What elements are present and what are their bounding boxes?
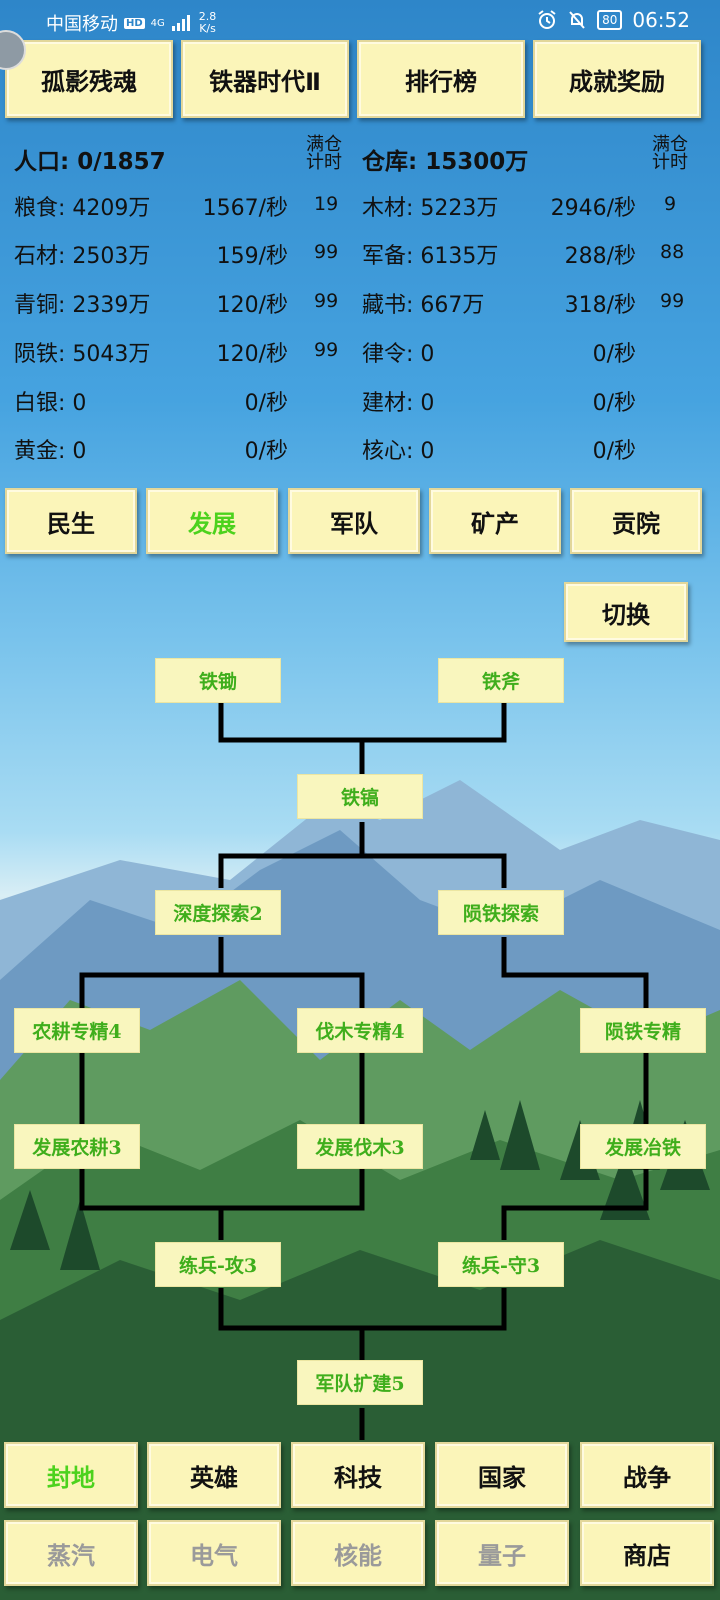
tech-train-attack[interactable]: 练兵-攻3 [155,1242,281,1287]
full-timer-header-right: 满仓 计时 [652,136,688,172]
mute-bell-icon [569,11,585,29]
resource-wood: 木材: 5223万 [362,196,499,221]
resource-stone-timer: 99 [314,241,339,263]
resource-gold: 黄金: 0 [14,439,87,464]
resource-building-material: 建材: 0 [362,391,435,416]
signal-icon [171,15,190,31]
tab-academy[interactable]: 贡院 [570,488,702,554]
nav-quantum[interactable]: 量子 [435,1520,569,1586]
nav-fief[interactable]: 封地 [4,1442,138,1508]
resource-silver: 白银: 0 [14,391,87,416]
resource-food-rate: 1567/秒 [202,196,288,221]
nav-electric[interactable]: 电气 [147,1520,281,1586]
net-speed-unit: K/s [199,22,216,35]
achievements-button[interactable]: 成就奖励 [533,40,701,118]
tech-deep-explore[interactable]: 深度探索2 [155,890,281,935]
resource-panel: 人口: 0/1857 满仓 计时 仓库: 15300万 满仓 计时 粮食: 42… [0,128,720,480]
nav-nation[interactable]: 国家 [435,1442,569,1508]
population-label: 人口: 0/1857 [14,149,166,175]
player-name-button[interactable]: 孤影残魂 [5,40,173,118]
resource-equipment: 军备: 6135万 [362,244,499,269]
full-timer-header-left: 满仓 计时 [306,136,342,172]
net-speed: 2.8 K/s [199,11,217,35]
resource-core-rate: 0/秒 [592,439,636,464]
resource-gold-rate: 0/秒 [244,439,288,464]
battery-indicator: 80 [597,10,623,30]
tech-army-expand[interactable]: 军队扩建5 [297,1360,423,1405]
tech-train-defense[interactable]: 练兵-守3 [438,1242,564,1287]
switch-button[interactable]: 切换 [564,582,688,642]
nav-technology[interactable]: 科技 [291,1442,425,1508]
resource-food: 粮食: 4209万 [14,196,151,221]
resource-building-material-rate: 0/秒 [592,391,636,416]
resource-core: 核心: 0 [362,439,435,464]
full-timer-line1: 满仓 [652,134,688,155]
resource-books-timer: 99 [660,290,685,312]
hd-badge: HD [124,17,145,29]
carrier-name: 中国移动 [46,14,118,35]
nav-shop[interactable]: 商店 [580,1520,714,1586]
resource-bronze-rate: 120/秒 [216,293,288,318]
tech-meteor-explore[interactable]: 陨铁探索 [438,890,564,935]
resource-wood-timer: 9 [664,193,677,215]
resource-decree: 律令: 0 [362,342,435,367]
resource-books: 藏书: 667万 [362,293,485,318]
resource-wood-rate: 2946/秒 [550,196,636,221]
resource-meteorite-rate: 120/秒 [216,342,288,367]
tech-dev-logging[interactable]: 发展伐木3 [297,1124,423,1169]
resource-food-timer: 19 [314,193,339,215]
tab-army[interactable]: 军队 [288,488,420,554]
nav-steam[interactable]: 蒸汽 [4,1520,138,1586]
resource-decree-rate: 0/秒 [592,342,636,367]
full-timer-line1: 满仓 [306,134,342,155]
era-button[interactable]: 铁器时代Ⅱ [181,40,349,118]
tab-minerals[interactable]: 矿产 [429,488,561,554]
nav-nuclear[interactable]: 核能 [291,1520,425,1586]
net-speed-value: 2.8 [198,10,217,23]
leaderboard-button[interactable]: 排行榜 [357,40,525,118]
resource-stone: 石材: 2503万 [14,244,151,269]
tech-iron-pick[interactable]: 铁镐 [297,774,423,819]
resource-meteorite-timer: 99 [314,339,339,361]
nav-war[interactable]: 战争 [580,1442,714,1508]
alarm-icon [538,10,556,29]
tech-iron-hoe[interactable]: 铁锄 [155,658,281,703]
resource-stone-rate: 159/秒 [216,244,288,269]
tech-iron-axe[interactable]: 铁斧 [438,658,564,703]
resource-meteorite: 陨铁: 5043万 [14,342,151,367]
tab-livelihood[interactable]: 民生 [5,488,137,554]
nav-heroes[interactable]: 英雄 [147,1442,281,1508]
resource-bronze-timer: 99 [314,290,339,312]
warehouse-label: 仓库: 15300万 [362,149,529,175]
network-type: 4G [150,17,165,29]
resource-bronze: 青铜: 2339万 [14,293,151,318]
resource-books-rate: 318/秒 [564,293,636,318]
full-timer-line2: 计时 [306,152,342,173]
resource-equipment-rate: 288/秒 [564,244,636,269]
status-bar: 中国移动 HD 4G 2.8 K/s 80 06:52 [0,0,720,42]
resource-silver-rate: 0/秒 [244,391,288,416]
tech-farm-master[interactable]: 农耕专精4 [14,1008,140,1053]
resource-equipment-timer: 88 [660,241,685,263]
tech-meteor-master[interactable]: 陨铁专精 [580,1008,706,1053]
tech-dev-farm[interactable]: 发展农耕3 [14,1124,140,1169]
tech-dev-smelt[interactable]: 发展冶铁 [580,1124,706,1169]
tab-development[interactable]: 发展 [146,488,278,554]
clock: 06:52 [632,8,690,32]
full-timer-line2: 计时 [652,152,688,173]
tech-logging-master[interactable]: 伐木专精4 [297,1008,423,1053]
